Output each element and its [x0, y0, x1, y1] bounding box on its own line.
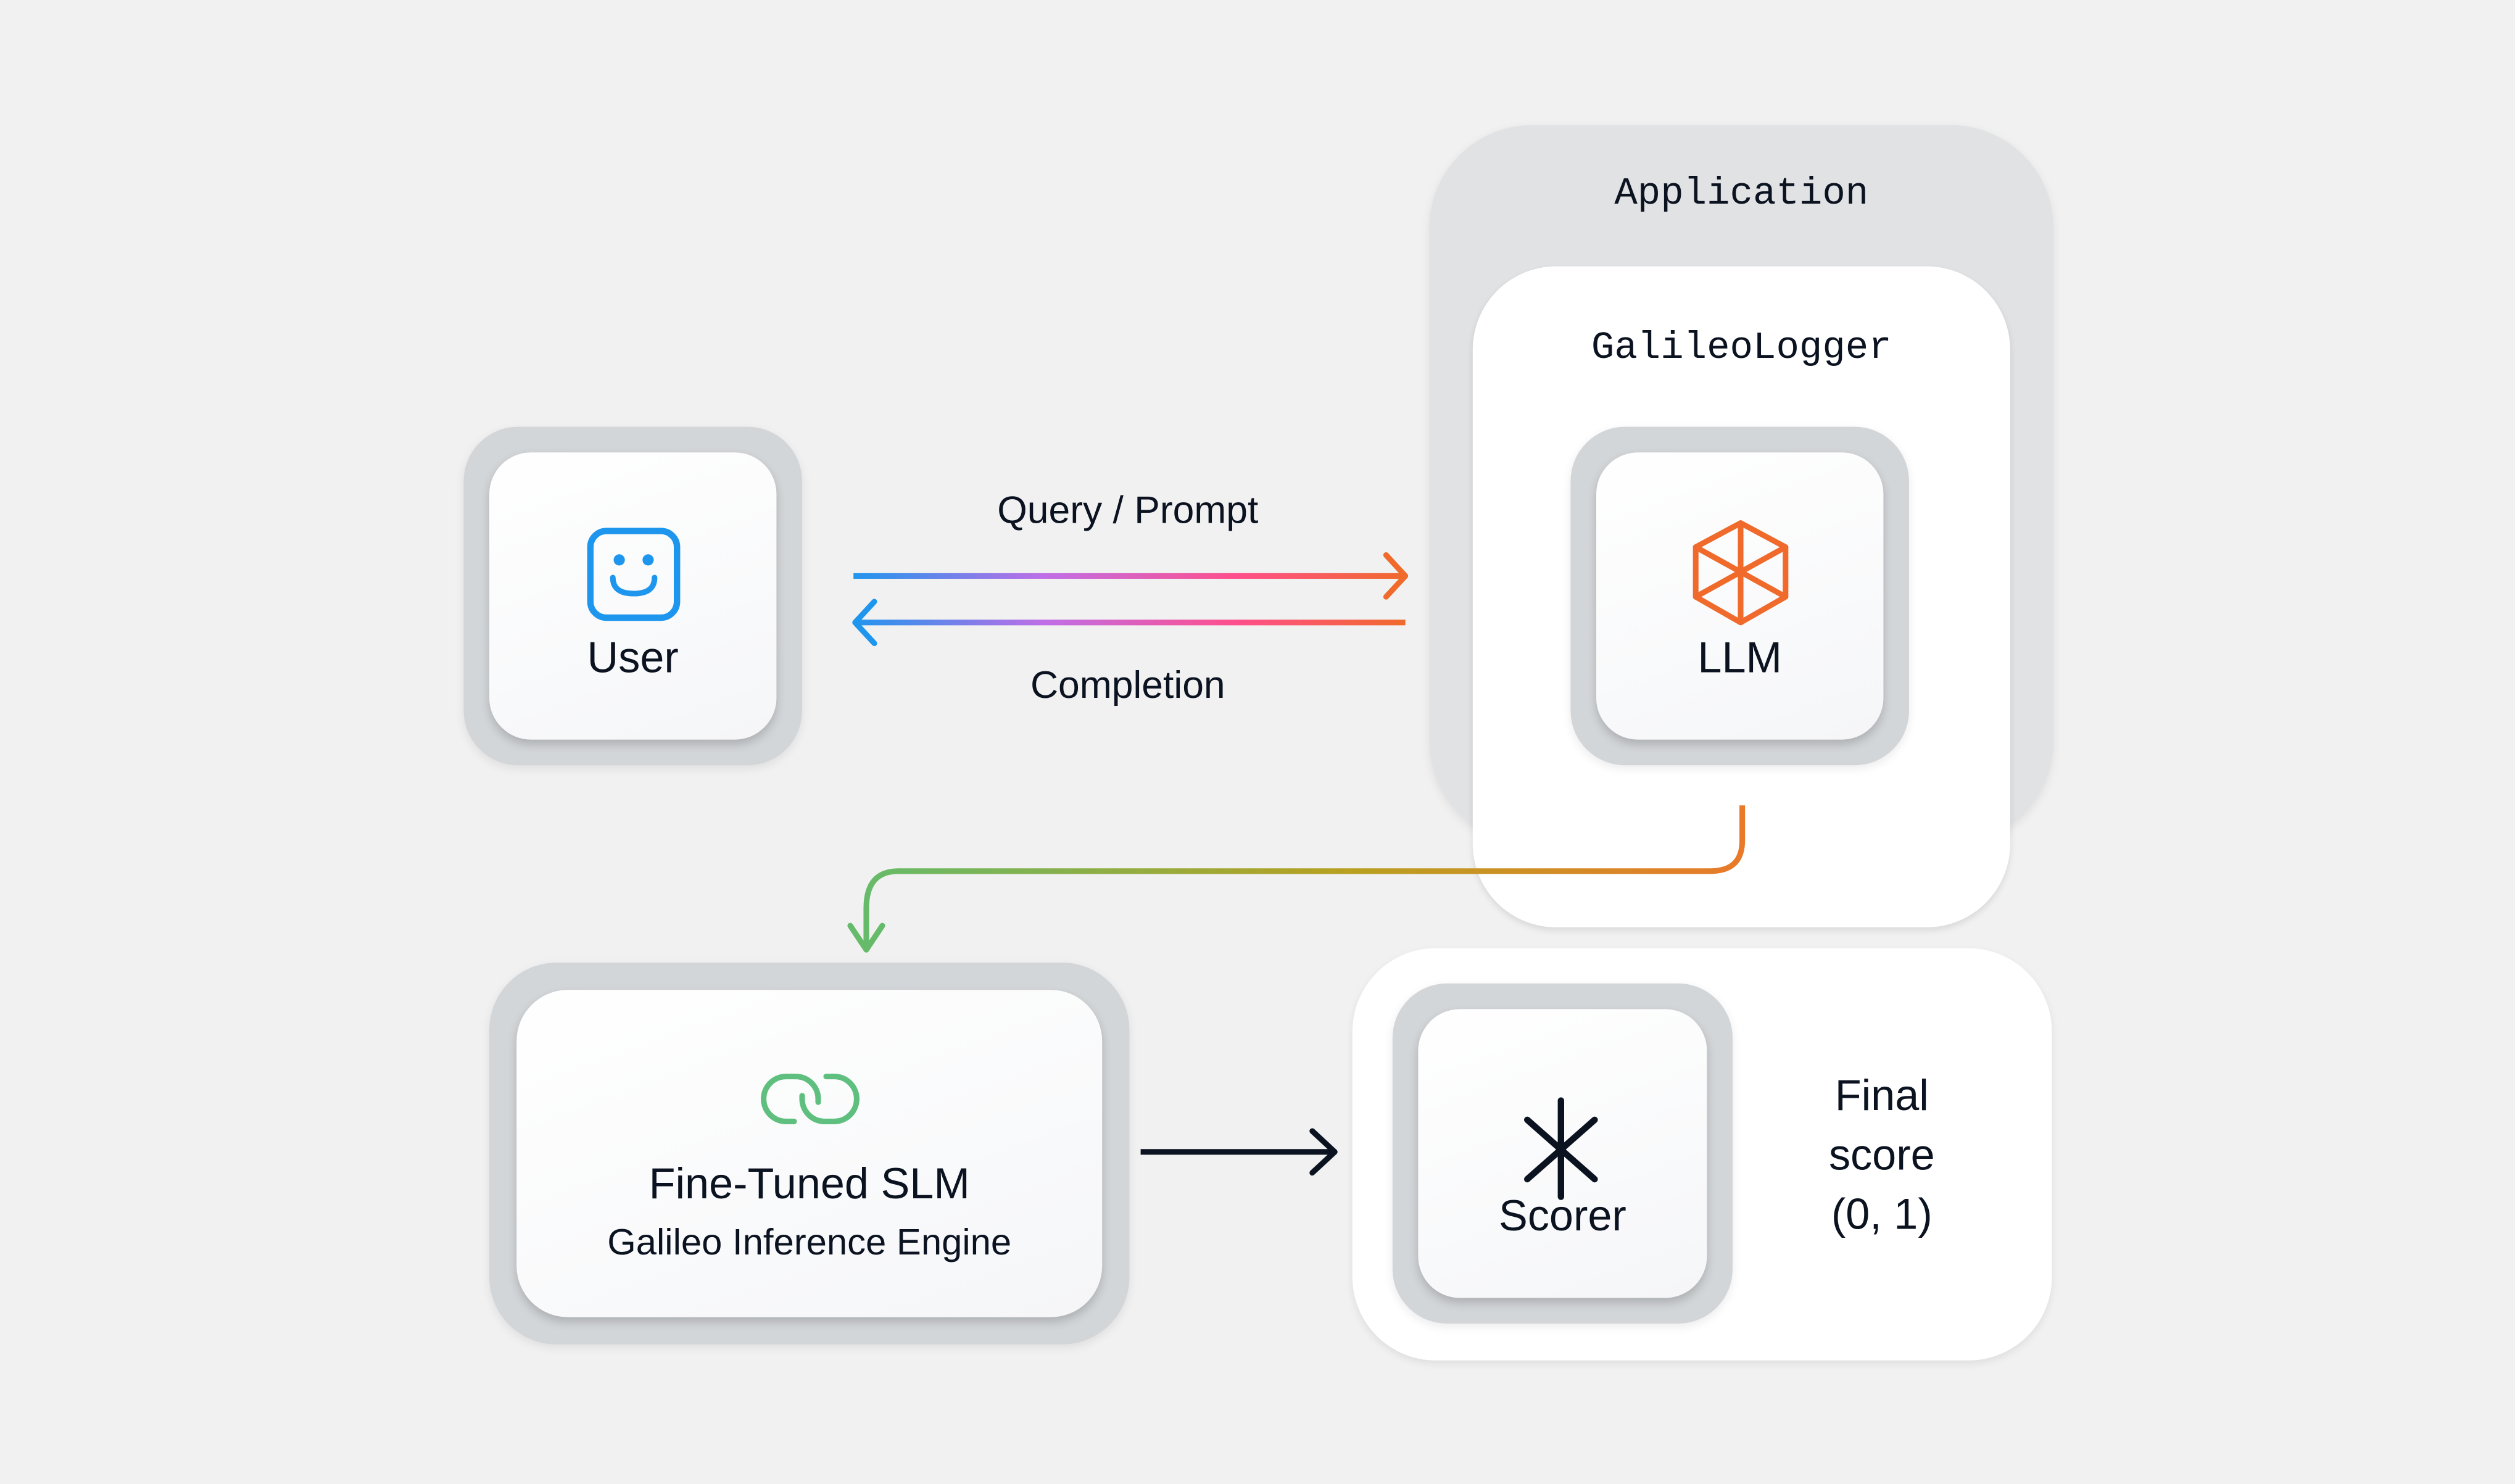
slm-title: Fine-Tuned SLM — [648, 1159, 970, 1208]
final-score-line-3: (0, 1) — [1831, 1190, 1933, 1239]
user-node[interactable]: User — [463, 426, 802, 766]
final-score-text: Final score (0, 1) — [1754, 1067, 2010, 1245]
slm-subtitle: Galileo Inference Engine — [607, 1221, 1012, 1263]
hexagon-cube-icon — [1693, 520, 1789, 626]
llm-card: LLM — [1596, 452, 1884, 740]
query-arrow-line — [853, 552, 1409, 600]
slm-node[interactable]: Fine-Tuned SLM Galileo Inference Engine — [489, 963, 1130, 1345]
final-score-line-2: score — [1828, 1130, 1935, 1179]
user-card: User — [489, 452, 777, 740]
scorer-card: Scorer — [1418, 1009, 1707, 1298]
query-label: Query / Prompt — [997, 489, 1259, 533]
completion-label: Completion — [1030, 664, 1225, 708]
asterisk-icon — [1523, 1097, 1598, 1200]
slm-card: Fine-Tuned SLM Galileo Inference Engine — [516, 990, 1103, 1317]
link-loop-icon — [761, 1074, 860, 1124]
user-label: User — [587, 634, 679, 682]
application-title: Application — [1614, 173, 1869, 217]
galileo-logger-title: GalileoLogger — [1591, 327, 1892, 371]
completion-arrow-line — [852, 599, 1406, 647]
smiley-face-icon — [587, 528, 681, 621]
scorer-node[interactable]: Scorer — [1392, 983, 1733, 1324]
llm-label: LLM — [1697, 634, 1782, 682]
llm-node[interactable]: LLM — [1570, 426, 1909, 766]
scorer-container[interactable]: Scorer Final score (0, 1) — [1352, 948, 2052, 1361]
final-score-line-1: Final — [1834, 1071, 1929, 1120]
scorer-label: Scorer — [1499, 1192, 1626, 1240]
